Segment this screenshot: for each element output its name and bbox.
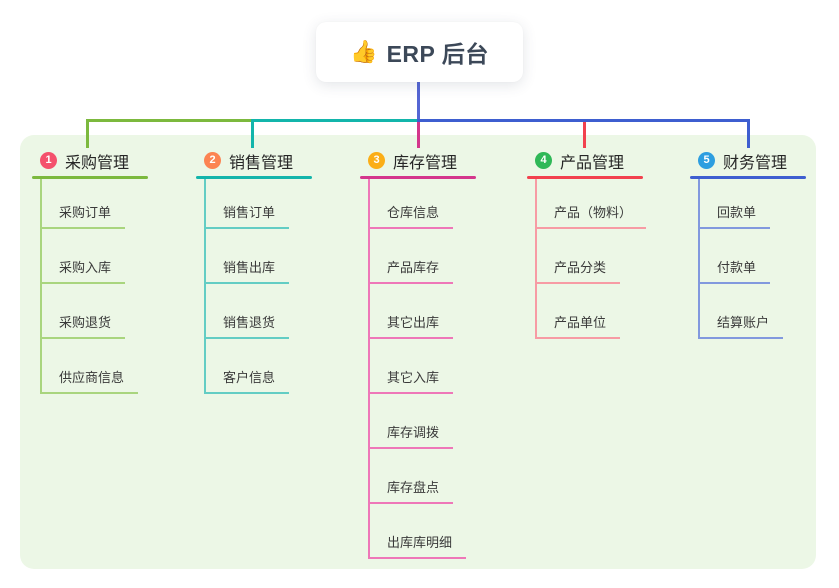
branch-children: 仓库信息产品库存其它出库其它入库库存调拨库存盘点出库库明细	[368, 179, 476, 559]
child-node[interactable]: 付款单	[700, 229, 771, 284]
child-node-label: 产品分类	[554, 260, 607, 275]
child-node[interactable]: 其它出库	[370, 284, 454, 339]
child-node[interactable]: 采购订单	[42, 179, 126, 229]
branch-children: 采购订单采购入库采购退货供应商信息	[40, 179, 148, 394]
child-node-label: 回款单	[717, 205, 757, 220]
child-node-label: 仓库信息	[387, 205, 440, 220]
child-node-label: 销售订单	[223, 205, 276, 220]
child-node-label: 销售退货	[223, 315, 276, 330]
child-node-label: 结算账户	[717, 315, 770, 330]
child-node[interactable]: 供应商信息	[42, 339, 139, 394]
child-node[interactable]: 库存盘点	[370, 449, 454, 504]
branches-panel	[20, 135, 816, 569]
branch-title: 库存管理	[393, 154, 458, 172]
child-node-label: 采购入库	[59, 260, 112, 275]
child-node-label: 采购订单	[59, 205, 112, 220]
child-node-label: 产品单位	[554, 315, 607, 330]
branch-children: 销售订单销售出库销售退货客户信息	[204, 179, 312, 394]
branch-node-2: 2 销售管理 销售订单销售出库销售退货客户信息	[196, 148, 312, 394]
branch-underline	[196, 176, 312, 179]
child-node-label: 供应商信息	[59, 370, 125, 385]
child-node-label: 其它入库	[387, 370, 440, 385]
branch-number-badge: 1	[40, 152, 57, 169]
connector-drop-branch-1	[86, 119, 89, 148]
branch-node-5: 5 财务管理 回款单付款单结算账户	[690, 148, 806, 339]
branch-header[interactable]: 1 采购管理	[32, 148, 148, 173]
branch-title: 采购管理	[65, 154, 130, 172]
connector-bus-segment-blue	[417, 119, 750, 122]
child-node-label: 销售出库	[223, 260, 276, 275]
child-node[interactable]: 产品分类	[537, 229, 621, 284]
child-node[interactable]: 出库库明细	[370, 504, 467, 559]
branch-header[interactable]: 5 财务管理	[690, 148, 806, 173]
child-node[interactable]: 库存调拨	[370, 394, 454, 449]
child-node-label: 库存调拨	[387, 425, 440, 440]
branch-node-4: 4 产品管理 产品（物料） 产品分类产品单位	[527, 148, 647, 339]
connector-bus-segment-teal	[251, 119, 417, 122]
child-node-label: 产品库存	[387, 260, 440, 275]
branch-underline	[360, 176, 476, 179]
branch-underline	[32, 176, 148, 179]
branch-title: 产品管理	[560, 154, 625, 172]
connector-drop-branch-3	[417, 122, 420, 148]
child-node[interactable]: 采购退货	[42, 284, 126, 339]
thumbs-up-icon: 👍	[350, 39, 378, 64]
child-node-label: 产品（物料）	[554, 205, 633, 220]
connector-drop-branch-2	[251, 119, 254, 148]
child-node[interactable]: 采购入库	[42, 229, 126, 284]
child-node[interactable]: 销售出库	[206, 229, 290, 284]
root-node-title: ERP 后台	[386, 41, 489, 67]
root-node[interactable]: 👍 ERP 后台	[316, 22, 523, 82]
child-node-label: 客户信息	[223, 370, 276, 385]
branch-title: 销售管理	[229, 154, 294, 172]
child-node[interactable]: 回款单	[700, 179, 771, 229]
connector-bus-segment-green	[86, 119, 251, 122]
branch-number-badge: 5	[698, 152, 715, 169]
child-node-label: 其它出库	[387, 315, 440, 330]
child-node[interactable]: 产品库存	[370, 229, 454, 284]
branch-number-badge: 3	[368, 152, 385, 169]
connector-drop-branch-4	[583, 122, 586, 148]
child-node-label: 库存盘点	[387, 480, 440, 495]
child-node[interactable]: 销售订单	[206, 179, 290, 229]
branch-header[interactable]: 2 销售管理	[196, 148, 312, 173]
connector-drop-branch-5	[747, 119, 750, 148]
child-node[interactable]: 仓库信息	[370, 179, 454, 229]
child-node[interactable]: 产品（物料）	[537, 179, 647, 229]
child-node[interactable]: 结算账户	[700, 284, 784, 339]
child-node-label: 采购退货	[59, 315, 112, 330]
child-node-label: 付款单	[717, 260, 757, 275]
branch-children: 回款单付款单结算账户	[698, 179, 806, 339]
child-node[interactable]: 客户信息	[206, 339, 290, 394]
branch-number-badge: 2	[204, 152, 221, 169]
branch-children: 产品（物料） 产品分类产品单位	[535, 179, 647, 339]
child-node[interactable]: 产品单位	[537, 284, 621, 339]
child-node[interactable]: 其它入库	[370, 339, 454, 394]
branch-header[interactable]: 3 库存管理	[360, 148, 476, 173]
branch-node-1: 1 采购管理 采购订单采购入库采购退货供应商信息	[32, 148, 148, 394]
child-node-label: 出库库明细	[387, 535, 453, 550]
branch-underline	[527, 176, 643, 179]
branch-title: 财务管理	[723, 154, 788, 172]
branch-node-3: 3 库存管理 仓库信息产品库存其它出库其它入库库存调拨库存盘点出库库明细	[360, 148, 476, 559]
branch-underline	[690, 176, 806, 179]
branch-number-badge: 4	[535, 152, 552, 169]
branch-header[interactable]: 4 产品管理	[527, 148, 646, 173]
child-node[interactable]: 销售退货	[206, 284, 290, 339]
connector-root-vertical	[417, 82, 420, 122]
